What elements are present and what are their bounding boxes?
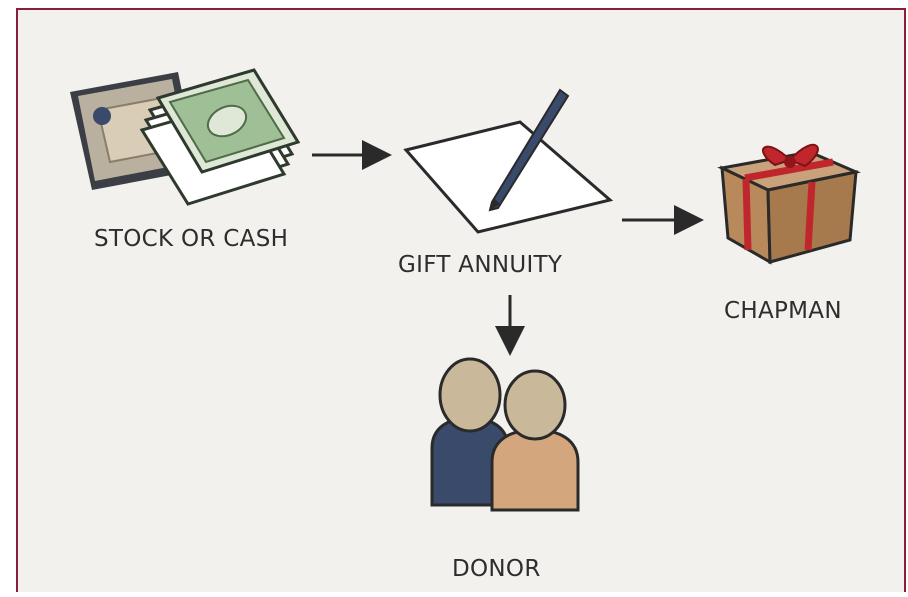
label-stock-or-cash: STOCK OR CASH — [94, 226, 289, 252]
label-donor: DONOR — [452, 556, 541, 582]
label-gift-annuity: GIFT ANNUITY — [398, 252, 563, 278]
money-stack-icon — [70, 68, 301, 206]
label-chapman: CHAPMAN — [724, 298, 842, 324]
document-pen-icon — [403, 88, 614, 234]
gift-box-icon — [717, 143, 861, 265]
people-icon — [430, 357, 580, 512]
